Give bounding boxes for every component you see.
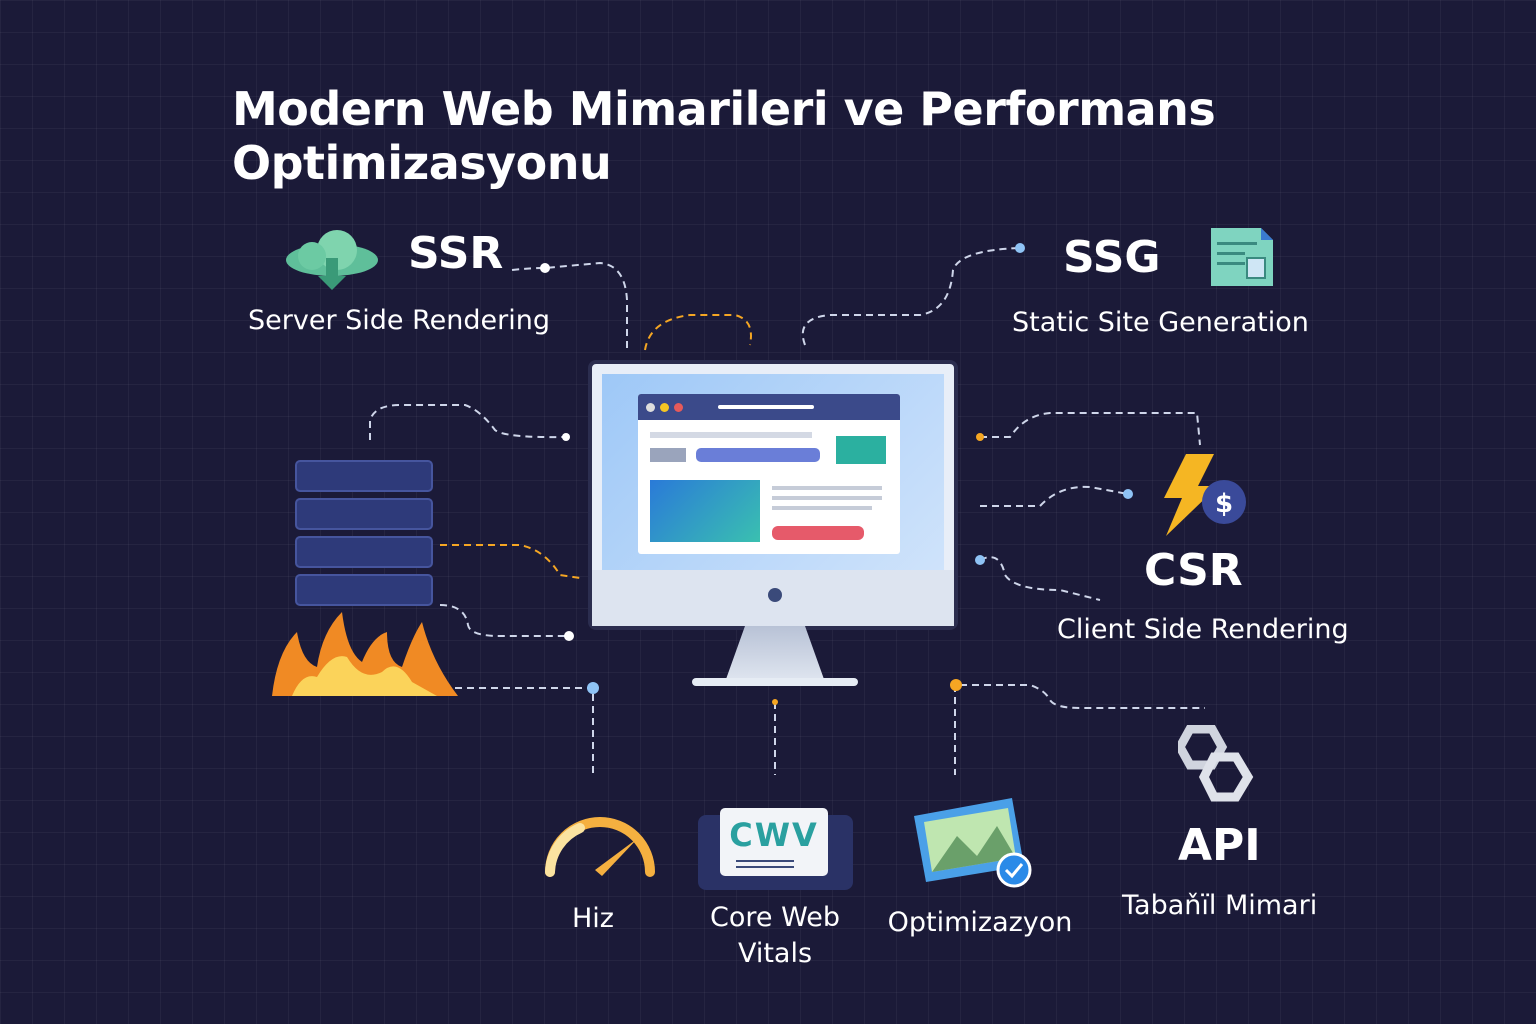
ssr-subtitle: Server Side Rendering — [248, 305, 550, 336]
cloud-download-icon — [286, 230, 378, 290]
speedometer-icon — [545, 817, 655, 877]
cwv-logo-card: CWV — [720, 808, 828, 876]
cwv-logo: CWV — [729, 816, 819, 854]
browser-window — [638, 394, 900, 554]
optimization-label: Optimizazyon — [887, 907, 1073, 938]
fire-icon — [272, 612, 458, 696]
svg-text:$: $ — [1215, 489, 1233, 519]
api-hexagon-icon — [1178, 725, 1254, 802]
api-title: API — [1178, 820, 1261, 871]
ssg-subtitle: Static Site Generation — [1012, 307, 1309, 338]
page-title: Modern Web Mimarileri ve Performans Opti… — [232, 82, 1216, 190]
cwv-label-line1: Core Web — [710, 902, 840, 933]
monitor-illustration — [588, 360, 958, 630]
monitor-stand — [725, 626, 825, 682]
image-optimized-icon — [914, 798, 1032, 888]
api-subtitle: Tabaňïl Mimari — [1122, 890, 1318, 921]
server-rack — [295, 460, 433, 606]
document-icon — [1211, 228, 1273, 286]
csr-title: CSR — [1144, 545, 1243, 596]
lightning-dollar-icon: $ — [1164, 454, 1246, 536]
csr-subtitle: Client Side Rendering — [1057, 614, 1349, 645]
ssr-title: SSR — [408, 228, 504, 279]
cwv-label-line2: Vitals — [737, 938, 813, 969]
monitor-base — [692, 678, 858, 686]
speed-label: Hiz — [572, 903, 614, 934]
ssg-title: SSG — [1063, 232, 1161, 283]
